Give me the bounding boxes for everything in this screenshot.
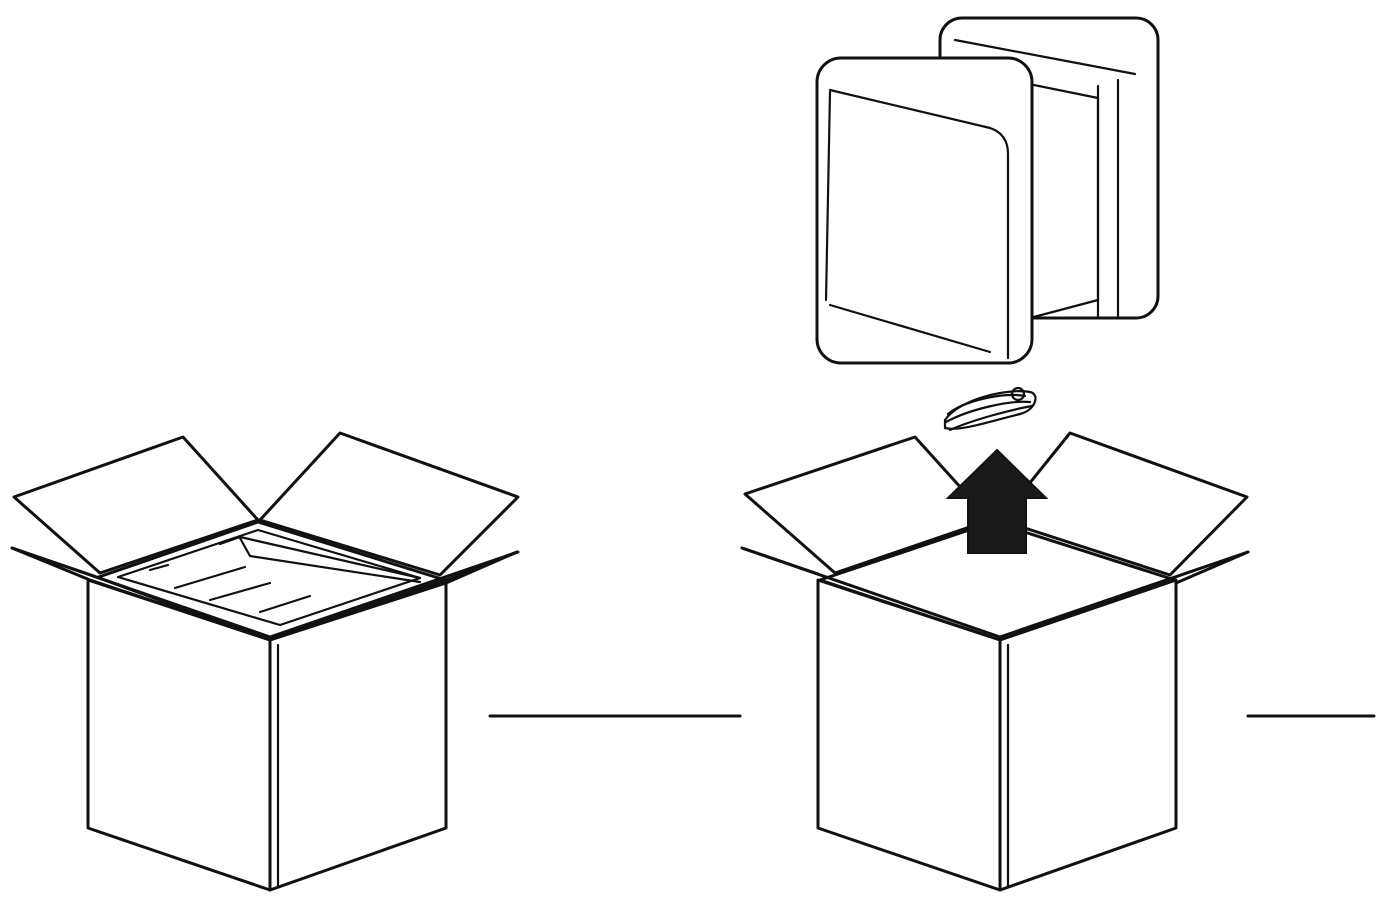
foam-front-bevel <box>828 88 1010 360</box>
box1-flap-back-right <box>258 431 520 577</box>
box2-flap-back-right <box>998 431 1249 577</box>
box2-front-flaps <box>740 546 1250 585</box>
box2-rim <box>740 546 1250 639</box>
up-arrow-icon <box>945 448 1049 554</box>
foam-packaging <box>815 16 1160 365</box>
step-2-box <box>740 431 1250 892</box>
box2-front-right <box>998 578 1178 892</box>
box1-rim <box>10 546 520 639</box>
step-1-box <box>10 431 520 892</box>
foam-front-panel <box>815 56 1034 365</box>
box1-flap-back-left <box>12 435 260 575</box>
cable-coil-icon <box>943 386 1037 432</box>
box1-foam-block <box>148 535 422 614</box>
foam-front-bottom <box>824 90 992 354</box>
